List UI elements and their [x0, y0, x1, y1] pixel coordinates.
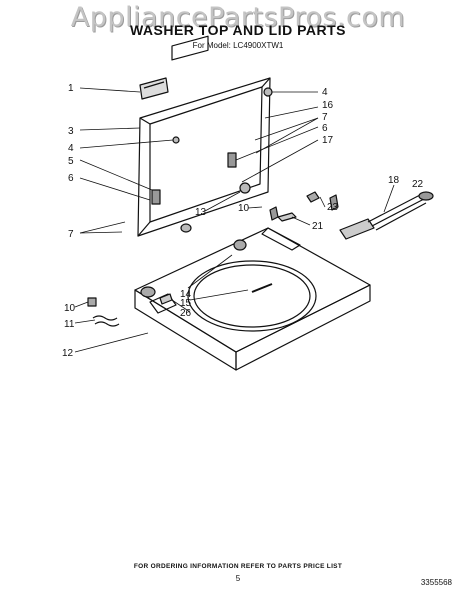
switch-part [140, 286, 156, 298]
screw-part [269, 206, 279, 221]
callout-11: 11 [64, 319, 75, 330]
callout-15: 15 [180, 298, 192, 309]
callout-6b: 6 [68, 173, 74, 184]
callout-13: 13 [195, 207, 207, 218]
lid-handle-part [139, 77, 169, 100]
callout-12: 12 [62, 348, 74, 359]
callout-14: 14 [180, 289, 192, 300]
callout-10b: 10 [64, 303, 76, 314]
model-subtitle: For Model: LC4900XTW1 [192, 41, 284, 50]
hinge-part [151, 189, 161, 205]
callout-7: 7 [322, 112, 328, 123]
callout-22: 22 [412, 179, 424, 190]
switch-actuator-part [233, 239, 247, 251]
callout-26: 26 [180, 308, 192, 319]
callout-17: 17 [322, 135, 334, 146]
callout-23: 23 [327, 202, 339, 213]
bumper-part [172, 136, 180, 144]
bumper-part [263, 87, 273, 97]
hinge-bumper-part [180, 223, 192, 233]
callout-1: 1 [68, 83, 74, 94]
callout-7b: 7 [68, 229, 74, 240]
washer-top-part [134, 227, 371, 371]
callout-5: 5 [68, 156, 74, 167]
page-number: 5 [235, 574, 241, 583]
hinge-part [227, 152, 237, 168]
callout-4: 4 [322, 87, 328, 98]
lid-bumper-part [239, 182, 251, 194]
callout-18: 18 [388, 175, 400, 186]
fastener-part [329, 194, 339, 211]
lid-switch-part [277, 212, 297, 222]
document-number: 3355568 [420, 578, 452, 587]
watermark: AppliancePartsPros.com [70, 2, 406, 33]
lid-switch-harness-part [339, 191, 434, 240]
callout-4b: 4 [68, 143, 74, 154]
callout-6: 6 [322, 123, 328, 134]
callout-3: 3 [68, 126, 74, 137]
page-title: WASHER TOP AND LID PARTS [129, 22, 347, 38]
callout-21: 21 [312, 221, 324, 232]
callout-16: 16 [322, 100, 334, 111]
callout-10: 10 [238, 203, 250, 214]
ordering-footer: FOR ORDERING INFORMATION REFER TO PARTS … [133, 563, 343, 570]
hinge-spring-part [87, 297, 120, 327]
screw-part [306, 191, 320, 203]
